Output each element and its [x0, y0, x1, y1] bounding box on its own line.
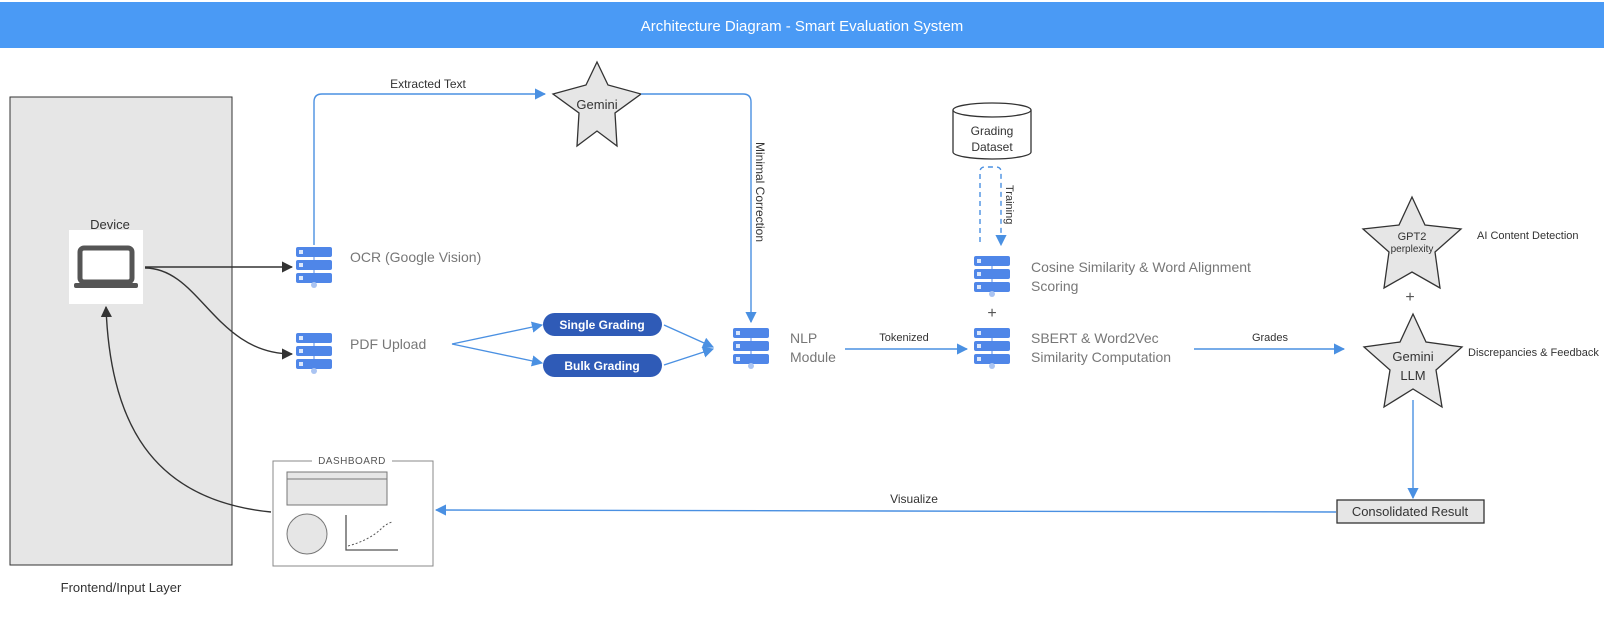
- arrow-ocr-gemini: [313, 88, 547, 245]
- ocr-server-icon: [296, 247, 332, 288]
- single-grading-label: Single Grading: [559, 318, 644, 332]
- single-grading-button[interactable]: [543, 313, 662, 336]
- arrow-dashboard-device: [100, 305, 272, 513]
- frontend-layer-label: Frontend/Input Layer: [61, 580, 182, 595]
- ai-detection-label: AI Content Detection: [1477, 230, 1579, 242]
- consolidated-result-label: Consolidated Result: [1352, 504, 1469, 519]
- consolidated-result-box: [1336, 499, 1485, 524]
- nlp-server-icon: [733, 328, 769, 369]
- bulk-grading-button[interactable]: [543, 354, 662, 377]
- arrow-bulk-nlp: [663, 346, 715, 366]
- cosine-label-line2: Scoring: [1031, 278, 1078, 294]
- sbert-server-icon: [974, 328, 1010, 369]
- plus-sign: +: [987, 305, 996, 322]
- ocr-label: OCR (Google Vision): [350, 249, 481, 265]
- device-label: Device: [90, 217, 130, 232]
- gemini-star-icon: [551, 60, 643, 148]
- arrow-visualize: [434, 504, 1337, 516]
- gpt2-label-line1: GPT2: [1398, 231, 1427, 243]
- frontend-panel: [9, 96, 233, 566]
- edge-grades: Grades: [1252, 332, 1289, 344]
- header-bar: [0, 2, 1604, 48]
- pdf-server-icon: [296, 333, 332, 374]
- grading-dataset-line2: Dataset: [971, 140, 1013, 154]
- database-icon: [952, 102, 1032, 160]
- cosine-server-icon: [974, 256, 1010, 297]
- pdf-label: PDF Upload: [350, 336, 426, 352]
- arrow-training: [979, 166, 1007, 247]
- cosine-label-line1: Cosine Similarity & Word Alignment: [1031, 259, 1251, 275]
- discrepancies-label: Discrepancies & Feedback: [1468, 347, 1599, 359]
- sbert-label-line2: Similarity Computation: [1031, 349, 1171, 365]
- edge-training: Training: [1003, 185, 1015, 224]
- laptop-icon[interactable]: [69, 230, 143, 304]
- arrow-device-pdf: [144, 267, 294, 360]
- arrow-single-nlp: [663, 324, 715, 348]
- gemini-label: Gemini: [576, 97, 617, 112]
- grading-dataset-line1: Grading: [971, 124, 1014, 138]
- gemini-llm-line1: Gemini: [1392, 349, 1433, 364]
- page-title: Architecture Diagram - Smart Evaluation …: [641, 18, 964, 35]
- gpt2-star-icon: [1361, 195, 1463, 290]
- arrow-gemini-nlp: [641, 93, 757, 324]
- edge-extracted-text: Extracted Text: [390, 77, 466, 91]
- edge-minimal-correction: Minimal Correction: [753, 142, 767, 242]
- edge-visualize: Visualize: [890, 492, 938, 506]
- bulk-grading-label: Bulk Grading: [564, 359, 639, 373]
- arrow-pdf-single: [451, 321, 544, 345]
- nlp-label-line2: Module: [790, 349, 836, 365]
- plus-sign-2: +: [1405, 289, 1414, 306]
- nlp-label-line1: NLP: [790, 330, 817, 346]
- gpt2-label-line2: perplexity: [1391, 244, 1434, 255]
- arrow-pdf-bulk: [451, 343, 544, 367]
- sbert-label-line1: SBERT & Word2Vec: [1031, 330, 1159, 346]
- dashboard-widget[interactable]: [272, 455, 434, 567]
- dashboard-label: DASHBOARD: [318, 456, 386, 467]
- gemini-llm-star-icon: [1362, 312, 1464, 409]
- gemini-llm-line2: LLM: [1400, 368, 1425, 383]
- edge-tokenized: Tokenized: [879, 332, 929, 344]
